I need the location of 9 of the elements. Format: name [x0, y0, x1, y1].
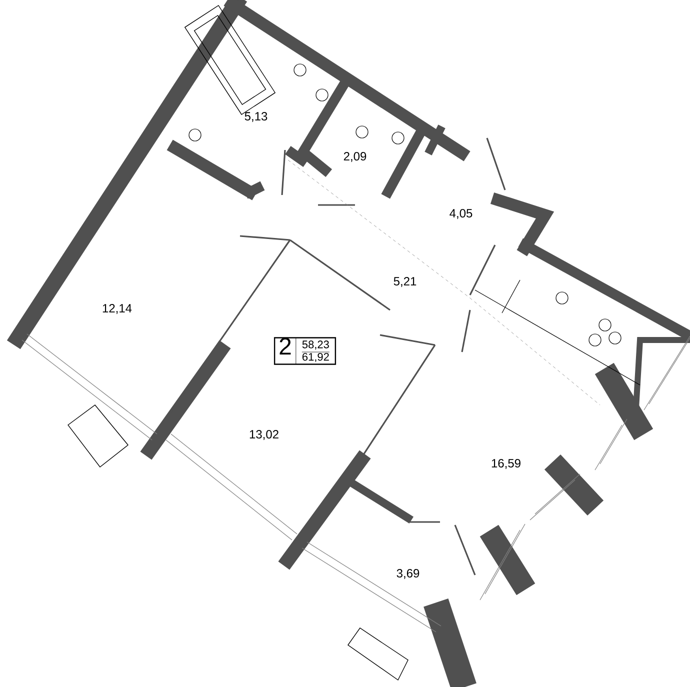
room-area-label: 5,13	[244, 112, 268, 122]
room-area-label: 13,02	[250, 430, 278, 440]
room-area-label: 12,14	[102, 304, 132, 314]
room-area-label: 16,59	[492, 459, 520, 469]
room-area-label: 3,69	[396, 569, 420, 579]
apartment-info-box: 2 58,23 61,92	[274, 337, 336, 365]
room-area-label: 2,09	[344, 152, 366, 162]
room-area-label: 4,05	[450, 209, 472, 219]
room-area-label: 5,21	[394, 277, 416, 287]
